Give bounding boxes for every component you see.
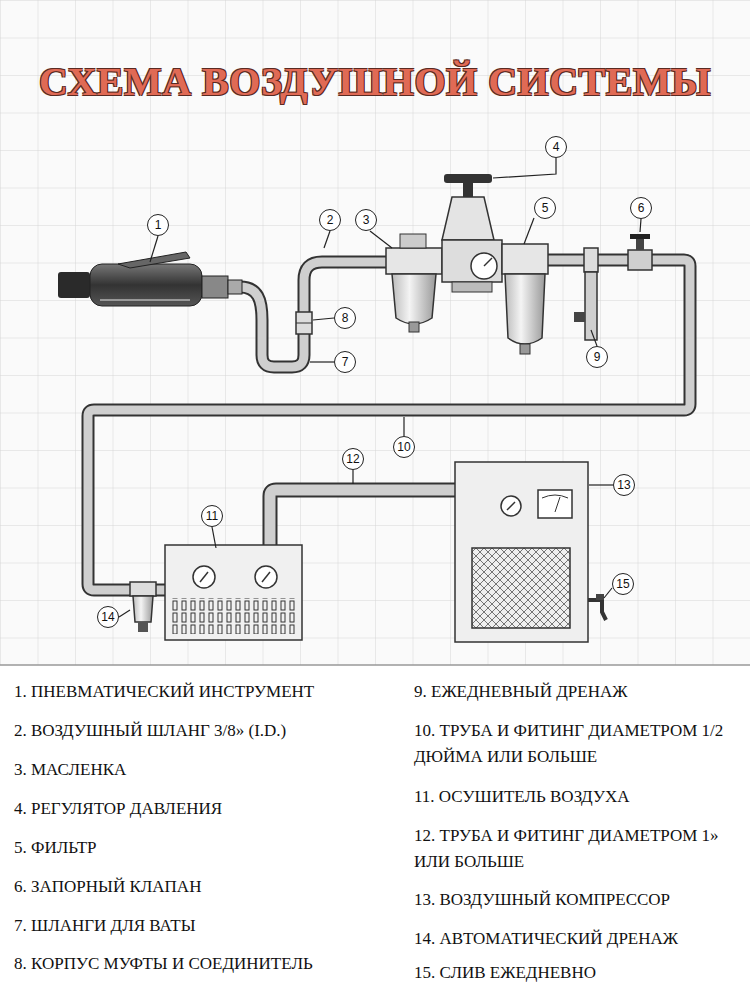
legend-item: 3. МАСЛЕНКА: [14, 757, 404, 783]
callout-number: 13: [613, 474, 635, 496]
callout-text: 7: [342, 356, 349, 368]
air-dryer: [165, 545, 302, 640]
callout-number: 3: [355, 209, 377, 231]
legend-item: 9. ЕЖЕДНЕВНЫЙ ДРЕНАЖ: [414, 679, 739, 705]
air-compressor: [455, 462, 606, 642]
callout-text: 10: [397, 441, 410, 453]
callout-number: 9: [586, 346, 608, 368]
callout-text: 4: [553, 141, 560, 153]
leader-lines: [119, 158, 641, 617]
coupling-seam: [296, 323, 312, 324]
callout-number: 14: [97, 606, 119, 628]
legend-item: 2. ВОЗДУШНЫЙ ШЛАНГ 3/8» (I.D.): [14, 718, 404, 744]
callout-text: 5: [542, 202, 549, 214]
legend-item: 10. ТРУБА И ФИТИНГ ДИАМЕТРОМ 1/2 ДЮЙМА И…: [414, 718, 739, 770]
callout-text: 13: [617, 479, 630, 491]
separator: [0, 664, 750, 666]
callout-number: 11: [201, 505, 223, 527]
legend-item: 14. АВТОМАТИЧЕСКИЙ ДРЕНАЖ: [414, 926, 739, 952]
callout-text: 8: [342, 312, 349, 324]
pressure-regulator: [442, 174, 502, 292]
legend-item: 1. ПНЕВМАТИЧЕСКИЙ ИНСТРУМЕНТ: [14, 679, 404, 705]
callout-text: 11: [206, 510, 218, 522]
callout-number: 15: [612, 573, 634, 595]
shutoff-valve: [628, 234, 652, 270]
legend-item: 12. ТРУБА И ФИТИНГ ДИАМЕТРОМ 1» ИЛИ БОЛЬ…: [414, 823, 739, 875]
coupling: [296, 312, 312, 334]
legend-item: 11. ОСУШИТЕЛЬ ВОЗДУХА: [414, 784, 739, 810]
legend-item: 6. ЗАПОРНЫЙ КЛАПАН: [14, 874, 404, 900]
lubricator: [386, 234, 442, 332]
legend-item: 15. СЛИВ ЕЖЕДНЕВНО: [414, 960, 739, 986]
callout-text: 2: [327, 214, 334, 226]
grid-lines: [0, 0, 750, 665]
callout-text: 15: [616, 578, 629, 590]
callout-number: 1: [147, 214, 169, 236]
pipes: [88, 260, 690, 590]
title: СХЕМА ВОЗДУШНОЙ СИСТЕМЫ: [0, 58, 750, 105]
legend-item: 7. ШЛАНГИ ДЛЯ ВАТЫ: [14, 913, 404, 939]
callout-number: 2: [319, 209, 341, 231]
callout-number: 6: [630, 197, 652, 219]
legend-item: 4. РЕГУЛЯТОР ДАВЛЕНИЯ: [14, 796, 404, 822]
callout-text: 9: [594, 351, 601, 363]
callout-number: 12: [342, 448, 364, 470]
auto-drain: [130, 582, 156, 632]
daily-drain: [574, 248, 598, 340]
callout-text: 14: [101, 611, 114, 623]
callout-text: 3: [363, 214, 370, 226]
callout-text: 12: [346, 453, 359, 465]
legend-item: 8. КОРПУС МУФТЫ И СОЕДИНИТЕЛЬ: [14, 951, 404, 977]
callout-text: 6: [638, 202, 645, 214]
legend-item: 5. ФИЛЬТР: [14, 835, 404, 861]
grid-ground: [0, 0, 750, 665]
callout-text: 1: [155, 219, 162, 231]
legend-item: 13. ВОЗДУШНЫЙ КОМПРЕССОР: [414, 887, 739, 913]
callout-number: 10: [393, 436, 415, 458]
filter: [502, 244, 548, 354]
callout-number: 7: [334, 351, 356, 373]
callout-number: 4: [545, 136, 567, 158]
callout-number: 8: [334, 307, 356, 329]
callout-number: 5: [534, 197, 556, 219]
